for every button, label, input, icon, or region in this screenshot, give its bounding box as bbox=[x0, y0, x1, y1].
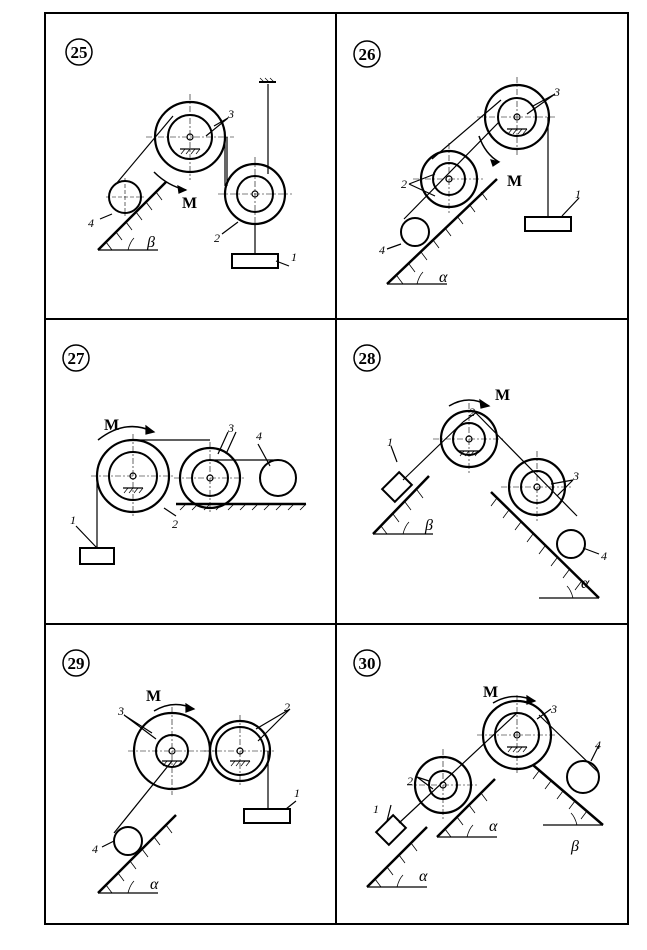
body-label-3-26: 3 bbox=[553, 85, 560, 99]
body-label-4-27: 4 bbox=[256, 429, 262, 443]
body-label-2-25: 2 bbox=[214, 231, 220, 245]
problem-25: 25 M 1 2 3 4 β bbox=[46, 14, 335, 318]
mechanism-diagram-29: 29 M 1 2 3 4 α bbox=[62, 649, 300, 894]
body-label-1-29: 1 bbox=[294, 786, 300, 800]
mechanism-diagram-30: 30 M 1 2 3 4 α α β bbox=[353, 649, 604, 888]
body-label-2-26: 2 bbox=[401, 177, 407, 191]
body-label-3-30: 3 bbox=[550, 702, 557, 716]
body-label-4-30: 4 bbox=[595, 738, 601, 752]
angle-label-right-30: β bbox=[570, 838, 579, 855]
body-label-1-27: 1 bbox=[70, 513, 76, 527]
body-label-3-28: 3 bbox=[572, 469, 579, 483]
angle-label-right-28: α bbox=[581, 575, 590, 592]
body-label-4-29: 4 bbox=[92, 842, 98, 856]
angle-label-25: β bbox=[146, 234, 155, 251]
grid-border-left bbox=[44, 12, 46, 925]
angle-label-26: α bbox=[439, 269, 448, 286]
problem-grid: 25 M 1 2 3 4 β bbox=[44, 12, 629, 925]
body-label-1-28: 1 bbox=[387, 435, 393, 449]
problem-number-26: 26 bbox=[359, 45, 376, 64]
body-label-3-25: 3 bbox=[227, 107, 234, 121]
angle-label-left-30: α bbox=[419, 868, 428, 885]
grid-border-right bbox=[627, 12, 629, 925]
problem-number-28: 28 bbox=[359, 349, 376, 368]
angle-label-29: α bbox=[150, 876, 159, 893]
mechanism-diagram-26: 26 M 1 2 3 4 α bbox=[353, 40, 581, 286]
moment-label-25: M bbox=[182, 195, 197, 212]
body-label-2-28: 2 bbox=[469, 405, 475, 419]
body-label-1-30: 1 bbox=[373, 802, 379, 816]
problem-26: 26 M 1 2 3 4 α bbox=[337, 14, 627, 318]
grid-divider-vertical bbox=[335, 12, 337, 925]
problem-30: 30 M 1 2 3 4 α α β bbox=[337, 625, 627, 923]
grid-divider-row2 bbox=[44, 623, 629, 625]
problem-28: 28 M 1 2 3 4 β α bbox=[337, 320, 627, 623]
body-label-4-28: 4 bbox=[601, 549, 607, 563]
body-label-1-26: 1 bbox=[575, 187, 581, 201]
body-label-1-25: 1 bbox=[291, 250, 297, 264]
body-label-4-26: 4 bbox=[379, 243, 385, 257]
body-label-3-27: 3 bbox=[227, 421, 234, 435]
mechanism-diagram-27: 27 M 1 2 3 4 bbox=[62, 344, 307, 565]
angle-label-left-28: β bbox=[424, 517, 433, 534]
problem-number-27: 27 bbox=[68, 349, 86, 368]
grid-divider-row1 bbox=[44, 318, 629, 320]
body-label-4-25: 4 bbox=[88, 216, 94, 230]
mechanism-diagram-28: 28 M 1 2 3 4 β α bbox=[353, 344, 607, 599]
problem-29: 29 M 1 2 3 4 α bbox=[46, 625, 335, 923]
moment-label-26: M bbox=[507, 173, 522, 190]
moment-label-28: M bbox=[495, 387, 510, 404]
body-label-2-27: 2 bbox=[172, 517, 178, 531]
problem-number-30: 30 bbox=[359, 654, 376, 673]
problem-27: 27 M 1 2 3 4 bbox=[46, 320, 335, 623]
moment-label-27: M bbox=[104, 417, 119, 434]
body-label-2-30: 2 bbox=[407, 774, 413, 788]
problem-number-29: 29 bbox=[68, 654, 85, 673]
mechanism-diagram-25: 25 M 1 2 3 4 β bbox=[65, 38, 297, 269]
moment-label-30: M bbox=[483, 684, 498, 701]
moment-label-29: M bbox=[146, 688, 161, 705]
problem-number-25: 25 bbox=[71, 43, 88, 62]
body-label-2-29: 2 bbox=[284, 700, 290, 714]
body-label-3-29: 3 bbox=[117, 704, 124, 718]
angle-label-mid-30: α bbox=[489, 818, 498, 835]
